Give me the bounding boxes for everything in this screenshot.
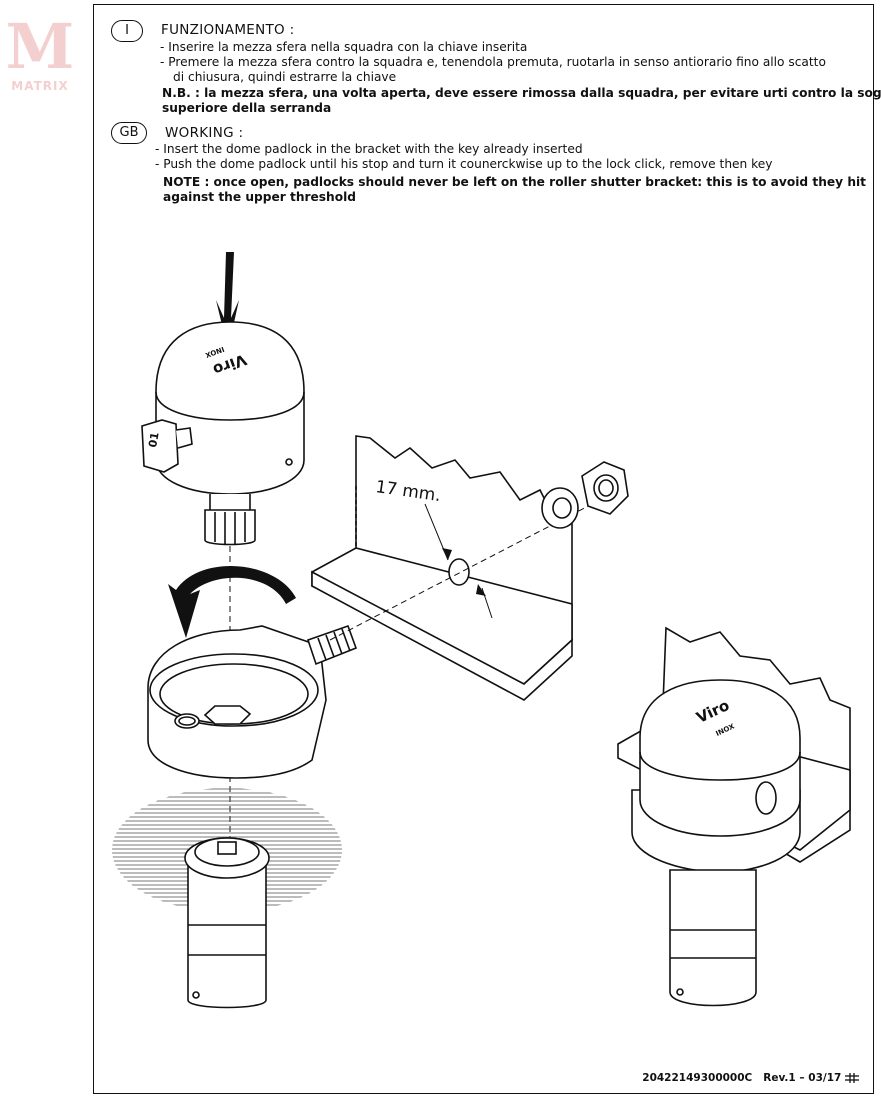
- floor-cylinder-left: [184, 837, 270, 1009]
- document-footer: 20422149300000C Rev.1 – 03/17: [642, 1072, 859, 1084]
- italian-note-line-1: N.B. : la mezza sfera, una volta aperta,…: [162, 86, 881, 100]
- key-number-text: 01: [146, 431, 161, 448]
- english-note-line-1: NOTE : once open, padlocks should never …: [163, 175, 867, 189]
- document-revision: Rev.1 – 03/17: [763, 1072, 842, 1084]
- english-step-1: - Insert the dome padlock in the bracket…: [155, 142, 583, 156]
- revision-mark-icon: [845, 1073, 859, 1083]
- english-heading: WORKING :: [165, 125, 244, 141]
- watermark-brand: MATRIX: [11, 79, 68, 92]
- document-frame: [93, 4, 874, 1094]
- italian-step-1: - Inserire la mezza sfera nella squadra …: [160, 40, 528, 54]
- document-code: 20422149300000C: [642, 1072, 753, 1084]
- watermark-letter: M: [6, 10, 75, 83]
- english-note-line-2: against the upper threshold: [163, 190, 356, 204]
- dome-padlock: Viro INOX 01: [141, 321, 305, 546]
- bracket-base-ring: [147, 624, 358, 779]
- roller-shutter-bracket: [311, 435, 573, 701]
- italian-heading: FUNZIONAMENTO :: [161, 22, 295, 38]
- brand-watermark-logo: M MATRIX: [6, 10, 75, 92]
- assembled-padlock-view: Viro INOX: [617, 626, 851, 1007]
- washer-and-nut: [541, 461, 629, 529]
- english-language-badge: GB: [111, 122, 147, 144]
- italian-language-badge: I: [111, 20, 143, 42]
- italian-note-line-2: superiore della serranda: [162, 101, 332, 115]
- italian-step-2-continued: di chiusura, quindi estrarre la chiave: [173, 70, 397, 84]
- english-step-2: - Push the dome padlock until his stop a…: [155, 157, 773, 171]
- key-icon: 01: [141, 419, 193, 473]
- rotate-counterclockwise-arrow-icon: [168, 566, 296, 638]
- italian-step-2: - Premere la mezza sfera contro la squad…: [160, 55, 826, 69]
